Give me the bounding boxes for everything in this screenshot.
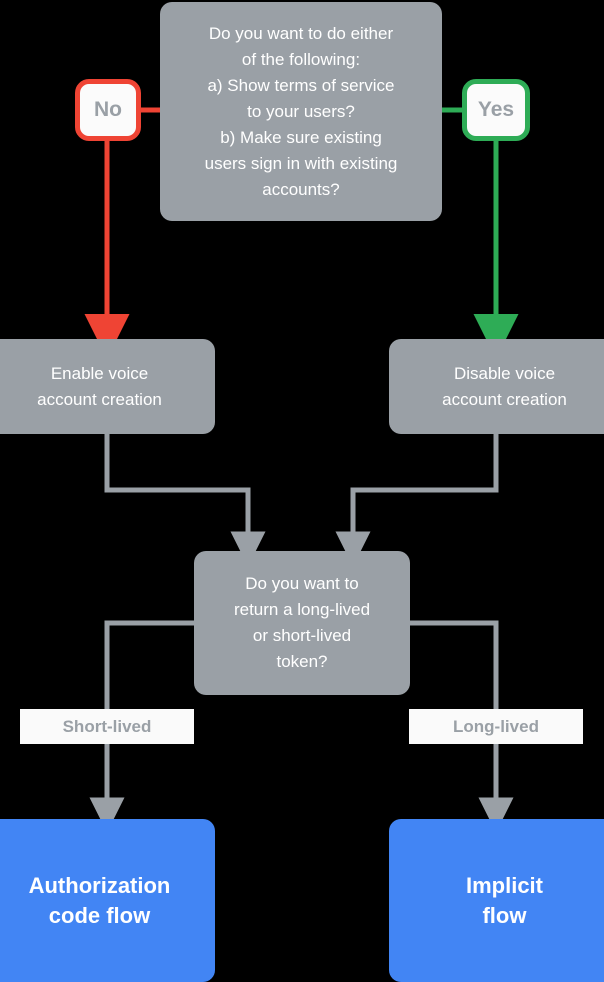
node-enable-voice-label: Enable voice account creation	[37, 363, 162, 409]
node-top-question-label: Do you want to do either of the followin…	[204, 23, 398, 199]
edge-label-long-lived-text: Long-lived	[453, 716, 539, 736]
node-implicit-flow-label: Implicit flow	[465, 872, 543, 928]
badge-no[interactable]: No	[75, 79, 141, 141]
node-top-question: Do you want to do either of the followin…	[160, 2, 442, 221]
node-implicit-flow: Implicit flow	[389, 819, 604, 982]
node-authorization-code-flow: Authorization code flow	[0, 819, 215, 982]
node-enable-voice-account-creation: Enable voice account creation	[0, 339, 215, 434]
edge-disable-to-token-question	[335, 434, 499, 567]
edge-label-long-lived: Long-lived	[409, 709, 583, 744]
edge-enable-to-token-question	[104, 434, 266, 567]
badge-yes[interactable]: Yes	[462, 79, 530, 141]
node-disable-voice-account-creation: Disable voice account creation	[389, 339, 604, 434]
node-token-question-label: Do you want to return a long-lived or sh…	[233, 574, 371, 671]
edge-label-short-lived-text: Short-lived	[62, 716, 152, 736]
badge-yes-label: Yes	[477, 98, 515, 121]
node-disable-voice-label: Disable voice account creation	[442, 363, 567, 409]
node-token-question: Do you want to return a long-lived or sh…	[194, 551, 410, 695]
badge-no-label: No	[94, 98, 122, 121]
node-authorization-code-flow-label: Authorization code flow	[28, 872, 171, 928]
edge-label-short-lived: Short-lived	[20, 709, 194, 744]
